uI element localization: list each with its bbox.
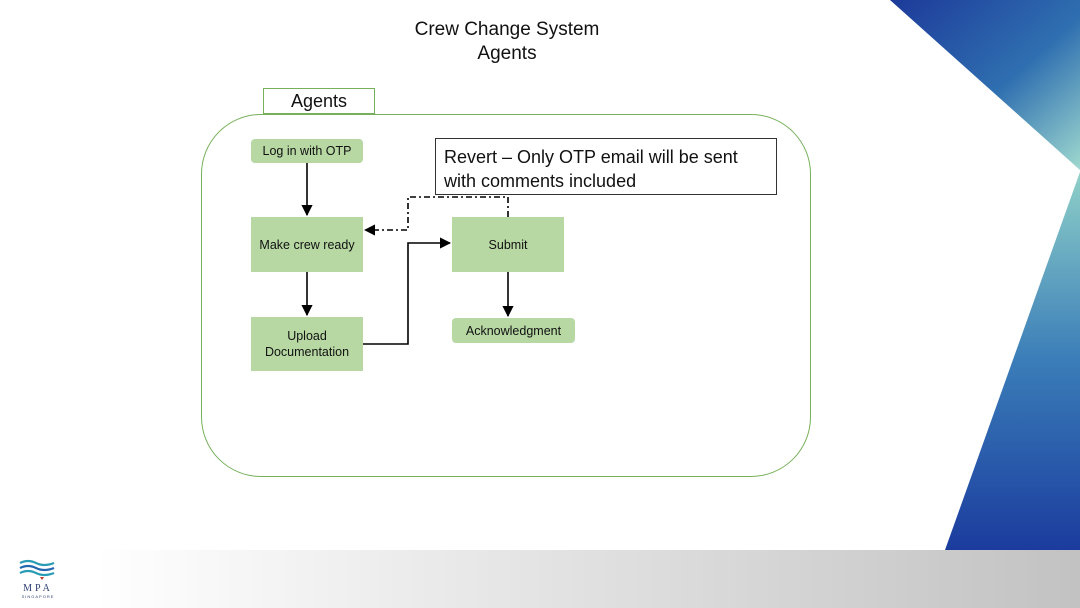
node-log-in-with-otp-label: Log in with OTP [262, 144, 352, 158]
node-make-crew-ready: Make crew ready [251, 217, 363, 272]
revert-callout: Revert – Only OTP email will be sent wit… [435, 138, 777, 195]
node-upload-documentation: Upload Documentation [251, 317, 363, 371]
node-acknowledgment-label: Acknowledgment [465, 323, 562, 338]
mpa-wave-icon [19, 559, 55, 580]
top-right-triangle [890, 0, 1080, 170]
node-upload-label-line1: Upload [287, 329, 327, 343]
node-upload-label-line2: Documentation [264, 345, 350, 359]
slide-title: Crew Change System [414, 19, 600, 40]
node-make-crew-ready-label: Make crew ready [259, 237, 355, 252]
node-acknowledgment: Acknowledgment [452, 318, 575, 343]
agents-container [201, 114, 811, 477]
slide-subtitle: Agents [477, 43, 537, 64]
mpa-logo-text: MPA [23, 583, 53, 594]
node-submit: Submit [452, 217, 564, 272]
mpa-logo-subtext: SINGAPORE [21, 594, 55, 599]
footer-bar [95, 550, 1080, 608]
node-submit-label: Submit [488, 237, 528, 252]
right-wedge [945, 172, 1080, 550]
agents-container-label: Agents [263, 88, 375, 114]
mpa-logo: MPA SINGAPORE [18, 557, 58, 601]
node-log-in-with-otp: Log in with OTP [251, 139, 363, 163]
